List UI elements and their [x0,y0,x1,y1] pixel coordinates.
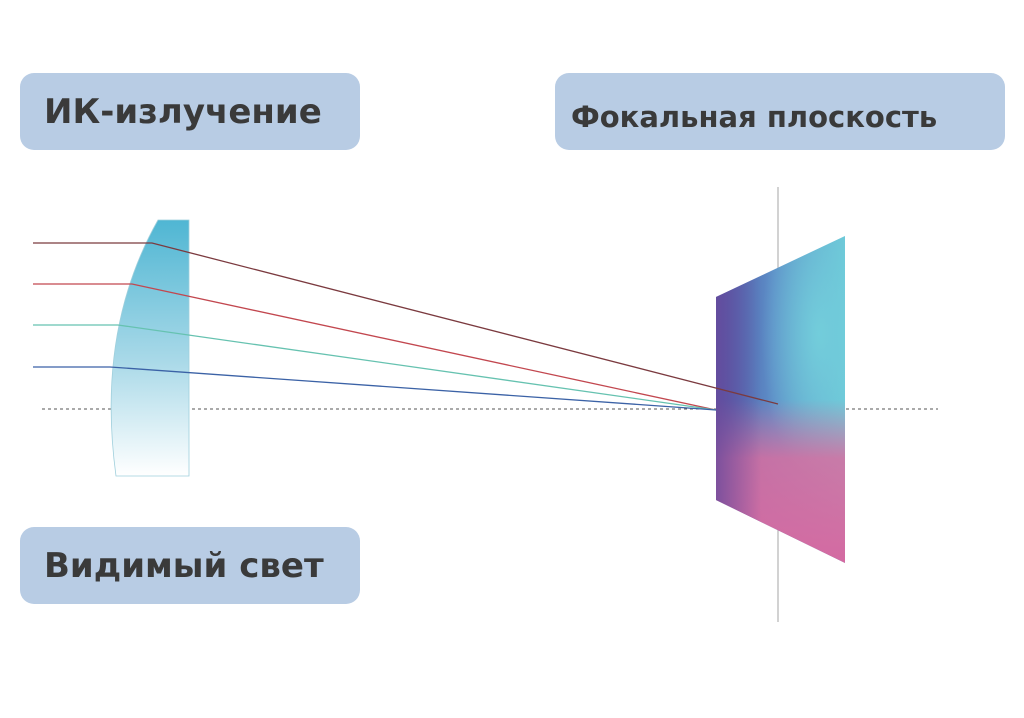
lens [110,219,190,477]
visible-light-label: Видимый свет [20,527,360,604]
ray-dark-red [33,242,779,405]
focal-plane-label: Фокальная плоскость [555,73,1005,150]
focal-plane-text: Фокальная плоскость [571,99,938,134]
ir-radiation-label: ИК-излучение [20,73,360,150]
ir-radiation-text: ИК-излучение [44,91,322,132]
visible-light-text: Видимый свет [44,545,324,586]
ray-teal [33,324,717,411]
ray-blue [33,366,717,411]
ray-red [33,283,717,411]
focal-plane-surface [716,236,845,563]
